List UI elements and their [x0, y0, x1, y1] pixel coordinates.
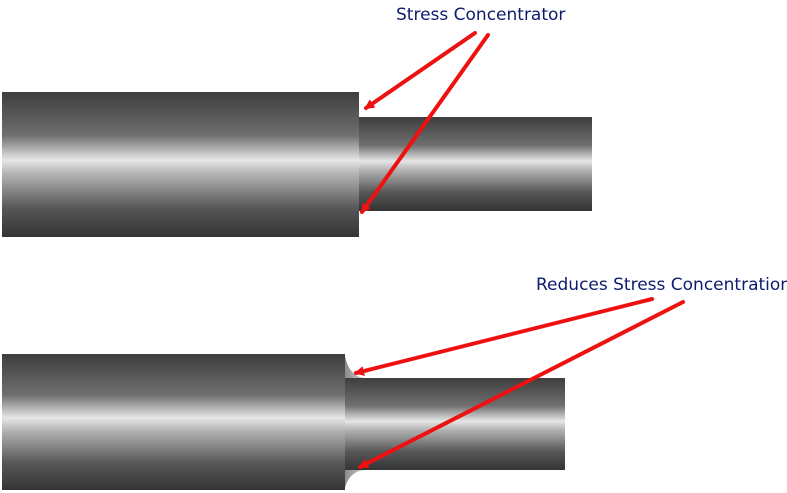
- arrow-to-top-corner: [364, 31, 477, 110]
- arrows-bottom: [354, 297, 685, 469]
- arrow-to-top-fillet: [354, 297, 654, 376]
- shaft-filleted-shoulder: [2, 354, 565, 490]
- arrow-to-bottom-fillet: [358, 300, 685, 469]
- fillet-top: [345, 356, 364, 378]
- arrows-top: [360, 31, 490, 214]
- label-stress-concentrator: Stress Concentrator: [396, 5, 565, 25]
- shaft-sharp-shoulder: [2, 92, 592, 237]
- shaft-large-section: [2, 92, 359, 237]
- arrow-to-bottom-corner: [360, 33, 490, 214]
- shaft-large-section: [2, 354, 345, 490]
- label-reduces-stress-concentration: Reduces Stress Concentration: [536, 275, 787, 295]
- fillet-bottom: [345, 470, 364, 488]
